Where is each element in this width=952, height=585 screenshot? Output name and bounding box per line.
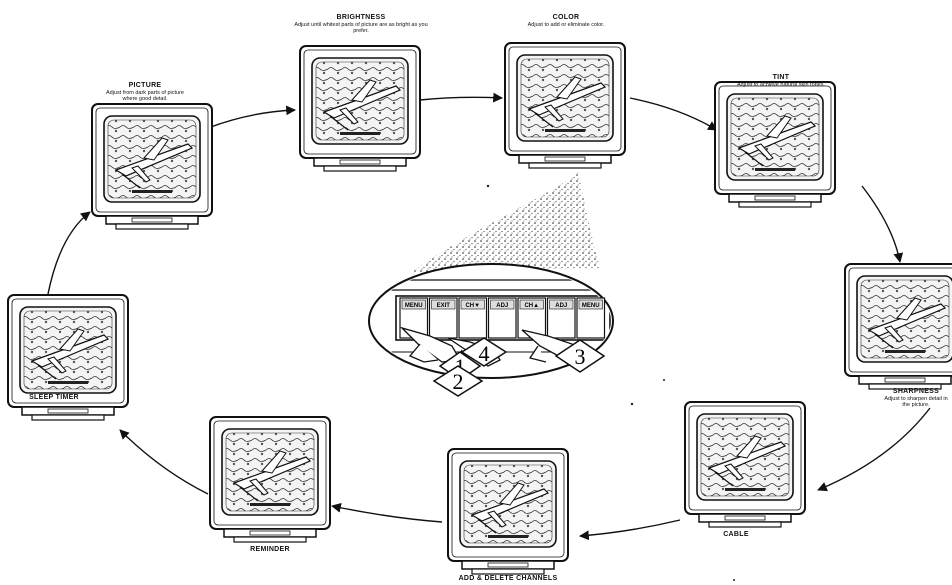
arrow-brightness-to-color — [420, 97, 502, 100]
remote-button-label: MENU — [582, 303, 600, 309]
tv-sharpness — [845, 264, 952, 389]
label-tint-desc: Adjust to achieve natural skin tones. — [722, 82, 840, 88]
arrow-sleep-to-picture — [48, 212, 90, 294]
label-picture: PICTURE Adjust from dark parts of pictur… — [106, 82, 184, 103]
arrow-add-delete-to-reminder — [332, 506, 442, 522]
arrow-tint-to-sharpness — [862, 186, 900, 262]
arrow-reminder-to-sleep — [120, 430, 208, 494]
label-sleep-title: SLEEP TIMER — [24, 394, 84, 402]
label-sleep-timer: SLEEP TIMER — [24, 394, 84, 402]
arrow-picture-to-brightness — [208, 110, 295, 128]
tv-add-delete-channels — [448, 449, 568, 574]
remote-button-label: EXIT — [437, 303, 451, 309]
label-color-desc: Adjust to add or eliminate color. — [502, 22, 630, 28]
tv-picture — [92, 104, 212, 229]
remote-button-label: ADJ — [496, 303, 508, 309]
arrow-cable-to-add-delete — [580, 520, 680, 536]
label-sharpness-desc: Adjust to sharpen detail in the picture. — [882, 396, 950, 409]
remote-button-6[interactable]: MENU — [577, 298, 605, 338]
tv-tint — [715, 82, 835, 207]
remote-button-5[interactable]: ADJ — [548, 298, 576, 338]
label-cable: CABLE — [706, 531, 766, 539]
label-sharpness-title: SHARPNESS — [882, 388, 950, 396]
label-add-delete-channels: ADD & DELETE CHANNELS — [446, 575, 570, 583]
label-reminder: REMINDER — [240, 546, 300, 554]
label-color: COLOR Adjust to add or eliminate color. — [502, 14, 630, 28]
label-color-title: COLOR — [502, 14, 630, 22]
remote-button-label: ADJ — [555, 303, 567, 309]
tv-reminder — [210, 417, 330, 542]
label-picture-desc: Adjust from dark parts of picture where … — [106, 90, 184, 103]
label-tint-title: TINT — [722, 74, 840, 82]
label-brightness-title: BRIGHTNESS — [288, 14, 434, 22]
remote-button-label: MENU — [405, 303, 423, 309]
tv-brightness — [300, 46, 420, 171]
callout-4-label: 4 — [479, 341, 490, 366]
remote-button-1[interactable]: EXIT — [430, 298, 458, 338]
arrow-color-to-tint — [630, 98, 717, 130]
spotlight-cone — [412, 172, 600, 272]
tv-color — [505, 43, 625, 168]
remote-button-3[interactable]: ADJ — [489, 298, 517, 338]
remote-button-label: CH▲ — [524, 303, 539, 309]
label-brightness: BRIGHTNESS Adjust until whitest parts of… — [288, 14, 434, 35]
label-tint: TINT Adjust to achieve natural skin tone… — [722, 74, 840, 88]
label-picture-title: PICTURE — [106, 82, 184, 90]
label-cable-title: CABLE — [706, 531, 766, 539]
tv-cable — [685, 402, 805, 527]
label-add-delete-title: ADD & DELETE CHANNELS — [446, 575, 570, 583]
remote-button-label: CH▼ — [465, 303, 480, 309]
callout-2-label: 2 — [453, 369, 464, 394]
arrow-sharpness-to-cable — [818, 408, 930, 490]
callout-3-label: 3 — [575, 344, 586, 369]
label-sharpness: SHARPNESS Adjust to sharpen detail in th… — [882, 388, 950, 409]
label-reminder-title: REMINDER — [240, 546, 300, 554]
remote-button-2[interactable]: CH▼ — [459, 298, 487, 338]
label-brightness-desc: Adjust until whitest parts of picture ar… — [288, 22, 434, 35]
